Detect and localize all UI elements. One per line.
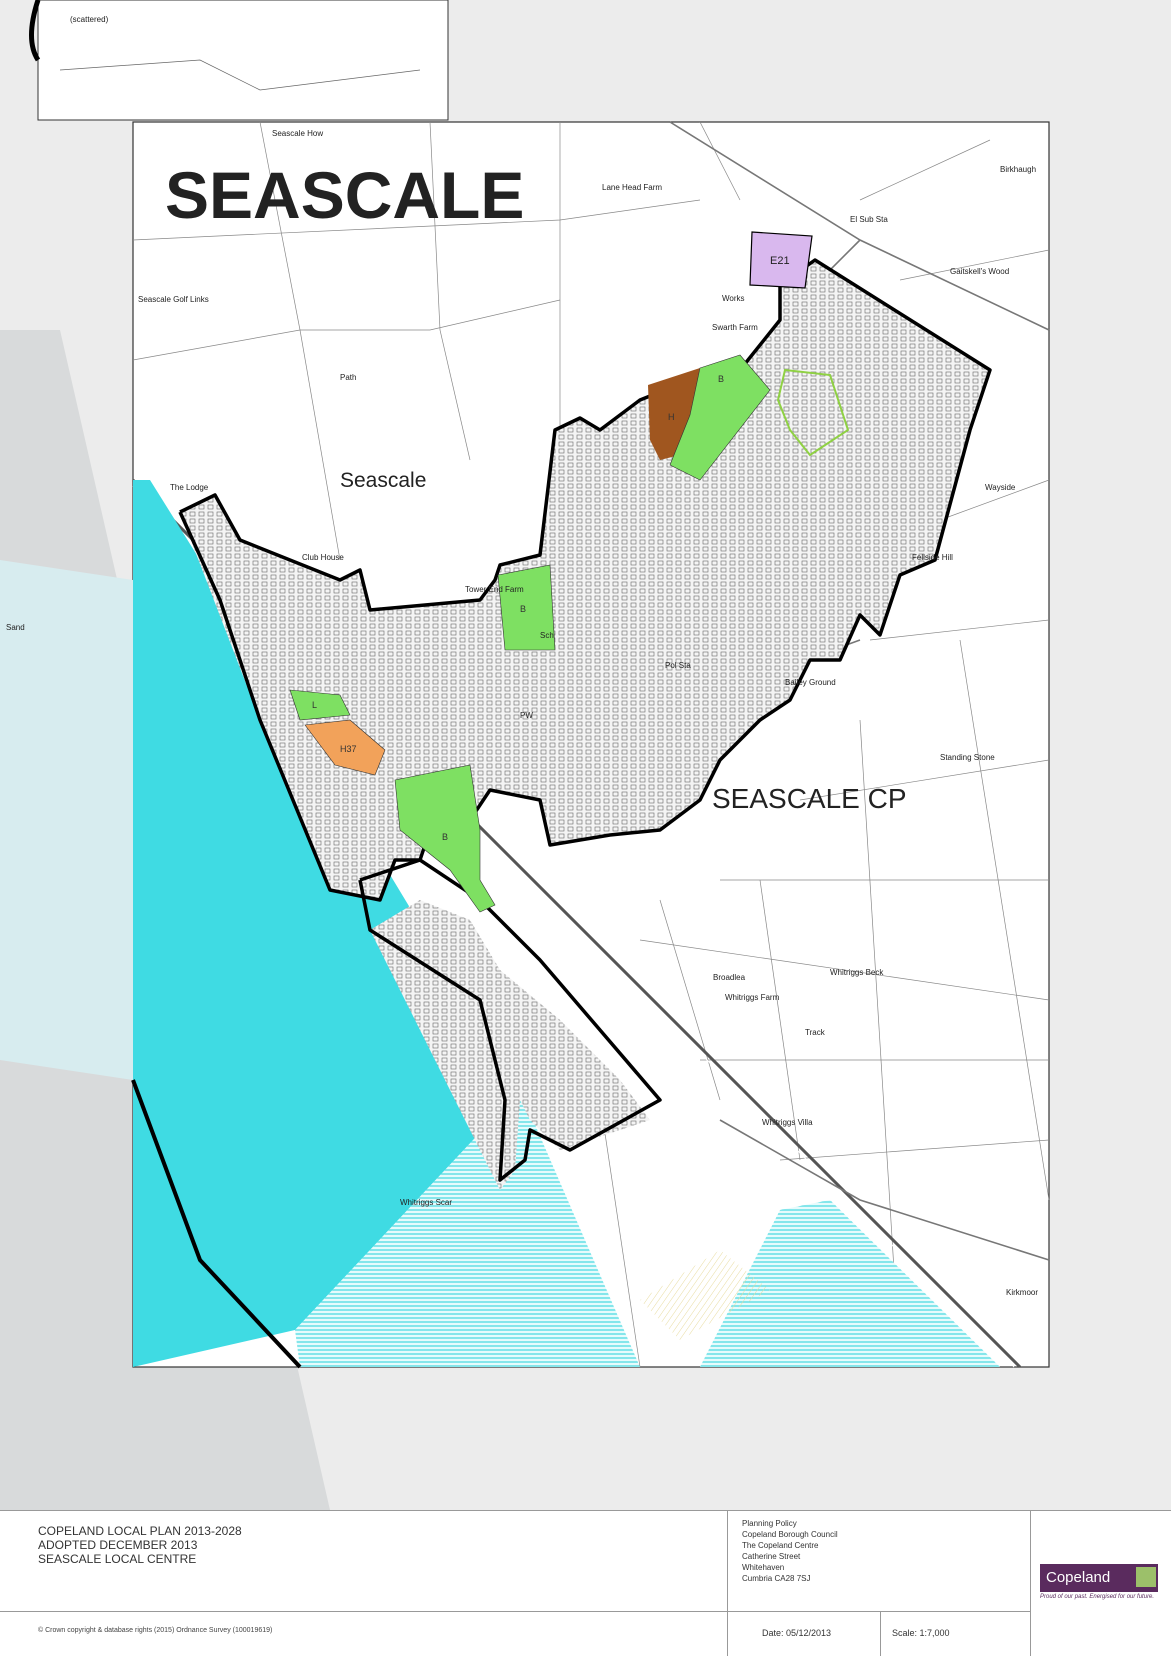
label-swarth-farm: Swarth Farm <box>712 323 758 332</box>
zone-l-label: L <box>312 700 317 710</box>
zone-b-north-label: B <box>718 374 724 384</box>
copyright-notice: © Crown copyright & database rights (201… <box>38 1627 273 1634</box>
label-whitriggs-farm: Whitriggs Farm <box>725 993 780 1002</box>
zone-h-brown-label: H <box>668 412 675 422</box>
address-line-4: Catherine Street <box>742 1552 801 1561</box>
label-whitriggs-beck: Whitriggs Beck <box>830 968 884 977</box>
plan-date: Date: 05/12/2013 <box>762 1628 832 1638</box>
inset-map <box>37 0 449 121</box>
logo-text: Copeland <box>1046 1569 1111 1586</box>
coastal-area-hatched-east <box>700 1200 1000 1367</box>
label-the-lodge: The Lodge <box>170 483 209 492</box>
label-kirkmoor: Kirkmoor <box>1006 1288 1038 1297</box>
label-school: Sch <box>540 631 554 640</box>
coastal-area-solid <box>133 480 520 1367</box>
label-path: Path <box>340 373 356 382</box>
address-line-1: Planning Policy <box>742 1519 797 1528</box>
zone-e21[interactable] <box>749 231 813 289</box>
council-address: Planning Policy Copeland Borough Council… <box>742 1518 838 1584</box>
title-block <box>0 1510 1171 1656</box>
label-sand: Sand <box>6 623 25 632</box>
address-line-6: Cumbria CA28 7SJ <box>742 1574 811 1583</box>
copeland-logo: Copeland <box>1040 1564 1158 1592</box>
divider-v2 <box>1030 1511 1031 1656</box>
label-whitriggs-villa: Whitriggs Villa <box>762 1118 813 1127</box>
settlement-north <box>180 260 990 900</box>
label-pw: PW <box>520 711 533 720</box>
label-birkhaugh: Birkhaugh <box>1000 165 1036 174</box>
label-broadlea: Broadlea <box>713 973 746 982</box>
label-bailey-ground: Bailey Ground <box>785 678 836 687</box>
zone-b-south[interactable] <box>394 764 496 913</box>
logo-mark-icon <box>1136 1567 1156 1587</box>
plan-scale: Scale: 1:7,000 <box>892 1628 950 1638</box>
plan-title-line-1: COPELAND LOCAL PLAN 2013-2028 <box>38 1524 242 1538</box>
label-seascale-how: Seascale How <box>272 129 323 138</box>
plan-title-line-2: ADOPTED DECEMBER 2013 <box>38 1538 198 1552</box>
label-scattered: (scattered) <box>70 15 109 24</box>
zone-h37[interactable] <box>304 719 386 776</box>
map[interactable]: E21 H B B L H37 B SEASCALE Seascale SEAS… <box>0 0 1171 1510</box>
label-seascale: Seascale <box>340 469 426 492</box>
label-pol-sta: Pol Sta <box>665 661 691 670</box>
label-works: Works <box>722 294 745 303</box>
plan-title-line-3: SEASCALE LOCAL CENTRE <box>38 1552 197 1566</box>
label-gaitskells-wood: Gaitskell's Wood <box>950 267 1009 276</box>
label-lane-head-farm: Lane Head Farm <box>602 183 662 192</box>
zone-b-central[interactable] <box>497 564 556 651</box>
label-el-sub-sta: El Sub Sta <box>850 215 888 224</box>
map-title: SEASCALE <box>165 158 524 232</box>
label-track: Track <box>805 1028 826 1037</box>
address-line-3: The Copeland Centre <box>742 1541 819 1550</box>
label-seascale-cp: SEASCALE CP <box>712 783 907 814</box>
divider-v3 <box>880 1611 881 1656</box>
inset-boundary <box>29 0 41 62</box>
address-line-2: Copeland Borough Council <box>742 1530 838 1539</box>
address-line-5: Whitehaven <box>742 1563 785 1572</box>
zone-b-central-label: B <box>520 604 526 614</box>
label-club-house: Club House <box>302 553 344 562</box>
zone-h-brown[interactable] <box>648 368 700 460</box>
coastal-area-hatched <box>295 1090 640 1367</box>
divider-h1 <box>0 1611 1030 1612</box>
label-golf-links: Seascale Golf Links <box>138 295 209 304</box>
label-whitriggs-scar: Whitriggs Scar <box>400 1198 452 1207</box>
zone-l[interactable] <box>289 689 351 721</box>
field-boundaries <box>132 121 1050 1368</box>
zone-green-outline[interactable] <box>776 368 850 457</box>
label-standing-stone: Standing Stone <box>940 753 995 762</box>
coastline <box>131 1079 302 1369</box>
zone-b-north[interactable] <box>669 354 771 481</box>
plan-title: COPELAND LOCAL PLAN 2013-2028 ADOPTED DE… <box>38 1524 242 1566</box>
label-fellside-hill: Fellside Hill <box>912 553 953 562</box>
divider-v1 <box>727 1511 728 1656</box>
zone-b-south-label: B <box>442 832 448 842</box>
settlement-boundary-south <box>358 858 662 1182</box>
offshore-area <box>0 560 133 1080</box>
label-wayside: Wayside <box>985 483 1016 492</box>
logo-tagline: Proud of our past. Energised for our fut… <box>1040 1594 1155 1600</box>
label-tower-end-farm: Tower End Farm <box>465 585 524 594</box>
zone-e21-label: E21 <box>770 255 790 267</box>
yellow-hatch-area <box>640 1250 770 1340</box>
inset-lines <box>59 59 421 91</box>
zone-h37-label: H37 <box>340 744 357 754</box>
